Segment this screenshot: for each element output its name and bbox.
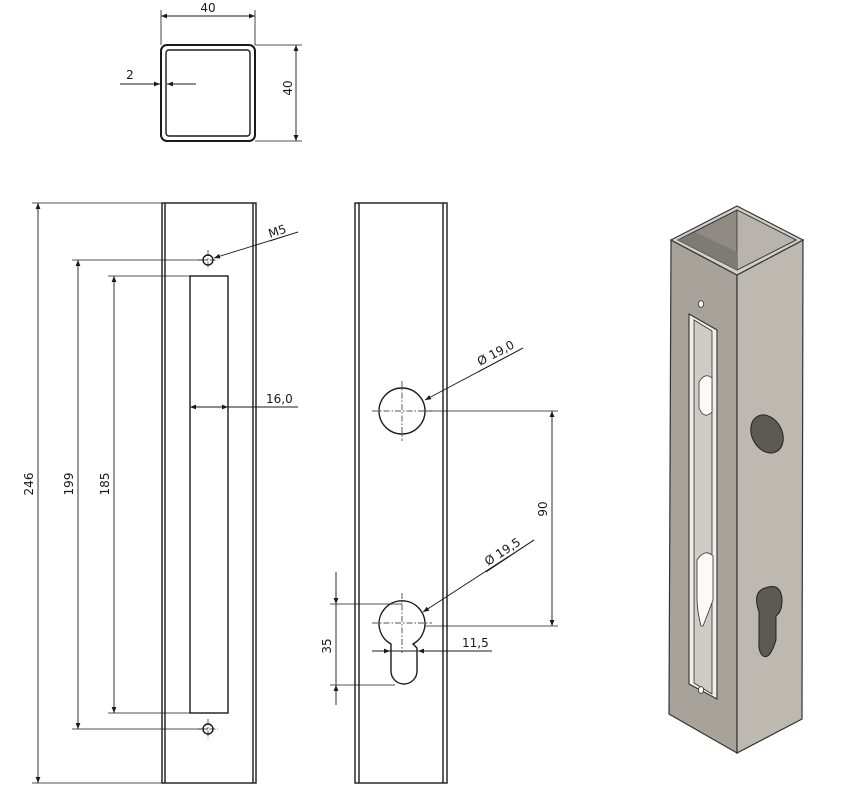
profile-outer (160, 44, 256, 142)
slot (189, 275, 229, 714)
dim-profile-width: 40 (200, 1, 215, 15)
dim-post-length: 246 (22, 473, 36, 496)
dim-slot-width: 16,0 (266, 392, 293, 406)
iso-m5-bottom (698, 686, 705, 694)
top-opening-inner (736, 209, 797, 271)
front-outline (161, 202, 257, 784)
profile-inner (165, 49, 251, 137)
dim-cylinder-width: 11,5 (462, 636, 489, 650)
iso-cylinder-cut (756, 586, 783, 658)
front-view: M5 246 199 185 16,0 (22, 202, 299, 784)
profile-section-view: 40 40 2 (120, 1, 302, 142)
side-view: Ø 19,0 Ø 19,5 90 35 11,5 (320, 202, 558, 784)
iso-m5-top (698, 300, 705, 308)
dim-m5-spacing: 199 (62, 473, 76, 496)
top-opening-floor (678, 232, 737, 270)
dim-slot-length: 185 (98, 473, 112, 496)
thread-label: M5 (267, 222, 288, 241)
cylinder-cut (378, 600, 426, 685)
side-outline (354, 202, 448, 784)
right-face (736, 239, 804, 754)
dim-cylinder-depth: 35 (320, 638, 334, 653)
iso-round-hole (750, 414, 784, 454)
dim-hole-spacing: 90 (536, 501, 550, 516)
dim-profile-height: 40 (281, 80, 295, 95)
dim-wall-thickness: 2 (126, 68, 134, 82)
isometric-view (668, 205, 805, 755)
dim-hole-diameter: Ø 19,0 (475, 338, 517, 369)
